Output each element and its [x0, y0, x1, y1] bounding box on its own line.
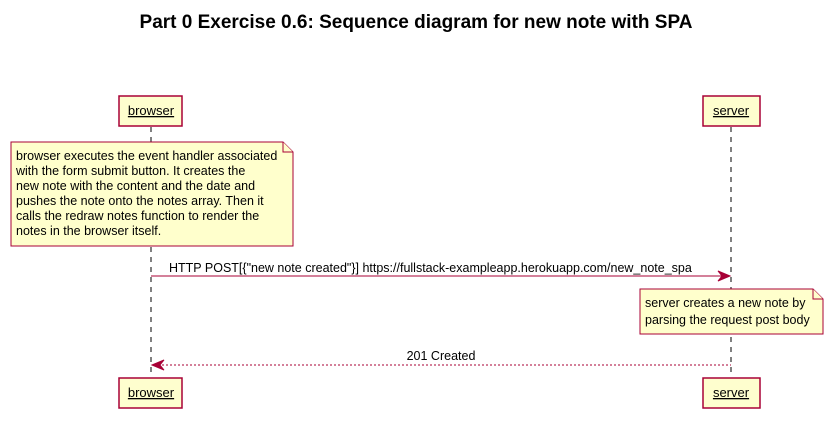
server-note-line: parsing the request post body [645, 313, 810, 327]
server-note: server creates a new note by parsing the… [639, 288, 824, 335]
browser-note: browser executes the event handler assoc… [10, 141, 294, 247]
created-response-arrow-head [150, 359, 165, 371]
browser-participant-label: browser [128, 385, 175, 400]
server-participant-label: server [713, 103, 750, 118]
browser-participant-label: browser [128, 103, 175, 118]
server-participant-label: server [713, 385, 750, 400]
server-note-line: server creates a new note by [645, 296, 806, 310]
post-request-label: HTTP POST[{"new note created"}] https://… [169, 261, 692, 275]
browser-note-line: with the form submit button. It creates … [15, 164, 245, 178]
browser-note-line: notes in the browser itself. [16, 224, 161, 238]
server-participant-bottom: server [702, 377, 761, 409]
post-request-message: HTTP POST[{"new note created"}] https://… [151, 261, 732, 282]
created-response-message: 201 Created [150, 349, 731, 371]
created-response-label: 201 Created [407, 349, 476, 363]
diagram-title: Part 0 Exercise 0.6: Sequence diagram fo… [140, 12, 693, 33]
server-participant-top: server [702, 95, 761, 127]
browser-note-line: new note with the content and the date a… [16, 179, 255, 193]
browser-note-line: calls the redraw notes function to rende… [16, 209, 259, 223]
post-request-arrow-head [717, 270, 732, 282]
browser-note-line: pushes the note onto the notes array. Th… [16, 194, 264, 208]
browser-note-line: browser executes the event handler assoc… [16, 149, 277, 163]
browser-participant-bottom: browser [118, 377, 183, 409]
browser-participant-top: browser [118, 95, 183, 127]
